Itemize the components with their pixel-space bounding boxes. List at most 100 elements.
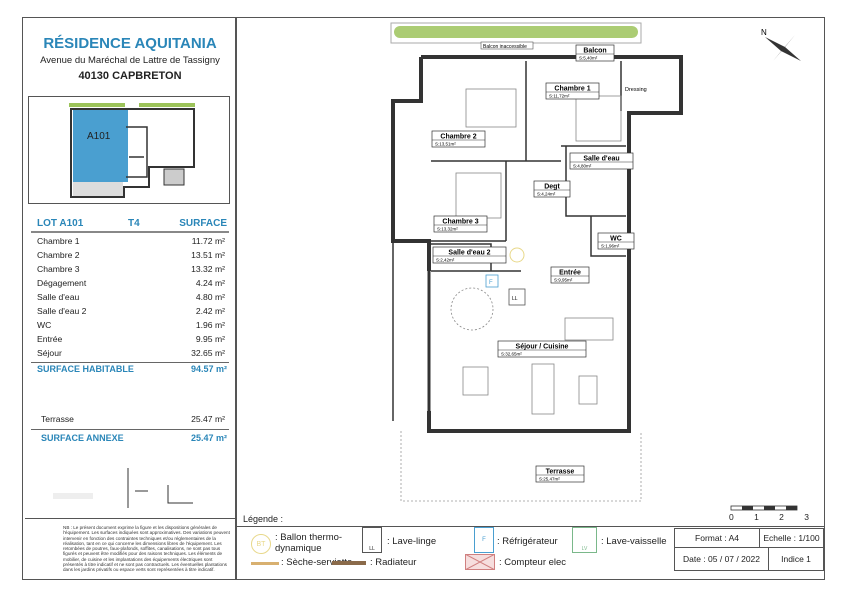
surface-habitable-value: 94.57 m² (190, 364, 227, 374)
room-label: Salle d'eau 2S:2,42m² (432, 246, 507, 264)
legend-refrigerateur: : Réfrigérateur (497, 536, 558, 547)
sofa (531, 363, 555, 415)
disclaimer-text: NB : Le présent document exprime la figu… (63, 525, 230, 573)
room-label: Chambre 1S:11,72m² (545, 82, 600, 100)
bed (465, 88, 517, 128)
room-area: S:9,95m² (554, 278, 573, 283)
room-name: Chambre 1 (554, 86, 590, 93)
room-area: S:4,24m² (537, 192, 556, 197)
room-area: S:13,51m² (435, 142, 456, 147)
thumb-lot-label: A101 (87, 131, 111, 142)
legend-title: Légende : (243, 514, 284, 524)
bed (575, 95, 622, 142)
thumb-terrace (73, 182, 123, 196)
room-area: 4.24 m² (195, 278, 225, 288)
bed (455, 172, 502, 219)
surface-habitable-row: SURFACE HABITABLE 94.57 m² (37, 364, 227, 374)
sofa (564, 317, 614, 341)
room-area: S:11,72m² (549, 94, 570, 99)
scale-tick: 1 (754, 512, 759, 522)
legend-lave-linge: : Lave-linge (387, 536, 437, 547)
room-area: S:4,80m² (573, 164, 592, 169)
room-name: Chambre 3 (37, 264, 80, 274)
room-area: 11.72 m² (191, 236, 225, 246)
room-name: Séjour / Cuisine (516, 344, 569, 351)
washer-symbol: LL (512, 296, 518, 302)
annex-area: 25.47 m² (191, 414, 225, 424)
annex-row: Terrasse 25.47 m² (41, 414, 225, 428)
room-name: Balcon (583, 48, 606, 55)
legend-compteur-elec: : Compteur elec (499, 557, 567, 568)
room-name: WC (610, 236, 622, 243)
surface-row: Dégagement 4.24 m² (37, 278, 225, 292)
room-name: Chambre 2 (440, 134, 476, 141)
surface-header: SURFACE (179, 218, 227, 229)
fridge-icon: F (474, 527, 494, 553)
room-area: 13.51 m² (191, 250, 225, 260)
electric-meter-icon (465, 554, 495, 570)
room-area: 32.65 m² (191, 348, 225, 358)
room-name: Chambre 3 (442, 219, 478, 226)
room-area: 1.96 m² (195, 320, 225, 330)
towel-dryer-icon (251, 562, 279, 565)
scale-cell: Echelle : 1/100 (759, 528, 824, 548)
walls (391, 55, 683, 502)
dressing-label: Dressing (625, 87, 647, 93)
location-thumbnail: A101 (28, 96, 230, 204)
room-name: Salle d'eau 2 (37, 306, 87, 316)
dishwasher-icon: LV (572, 527, 597, 553)
surface-row: Chambre 2 13.51 m² (37, 250, 225, 264)
legend-bt: : Ballon thermo- dynamique (275, 532, 343, 554)
room-name: Dégagement (37, 278, 87, 288)
bt-icon: BT (251, 534, 271, 554)
room-area: S:32,65m² (501, 352, 522, 357)
annex-room: Terrasse (41, 414, 74, 424)
room-name: Degt (544, 184, 560, 191)
room-label: Chambre 2S:13,51m² (431, 130, 486, 148)
room-name: Chambre 1 (37, 236, 80, 246)
balcon-inaccessible-label: Balcon inaccessible (483, 44, 527, 50)
floor-plan: Balcon inaccessible F LL Dressing Chambr… (390, 22, 801, 511)
room-area: 4.80 m² (195, 292, 225, 302)
room-area: S:1,96m² (601, 244, 620, 249)
format-cell: Format : A4 (674, 528, 760, 548)
residence-address: Avenue du Maréchal de Lattre de Tassigny (40, 55, 220, 66)
legend-radiateur: : Radiateur (370, 557, 417, 568)
radiator-icon (332, 561, 366, 565)
room-label: Chambre 3S:13,32m² (433, 215, 488, 233)
surface-row: Séjour 32.65 m² (37, 348, 225, 362)
bt-symbol (509, 247, 525, 263)
dining-table (462, 366, 489, 396)
room-name: WC (37, 320, 52, 330)
thumb-planter (69, 103, 125, 107)
residence-name: RÉSIDENCE AQUITANIA (43, 35, 217, 52)
lot-number: LOT A101 (37, 218, 84, 229)
north-arrow-icon: N (761, 28, 801, 61)
room-name: Salle d'eau 2 (448, 250, 490, 257)
surface-habitable-label: SURFACE HABITABLE (37, 364, 134, 374)
thumb-planter (139, 103, 195, 107)
surface-row: WC 1.96 m² (37, 320, 225, 334)
room-name: Salle d'eau (37, 292, 80, 302)
plants (394, 26, 638, 38)
svg-text:N: N (761, 28, 767, 37)
room-name: Chambre 2 (37, 250, 80, 260)
scale-tick: 0 (729, 512, 734, 522)
surface-row: Entrée 9.95 m² (37, 334, 225, 348)
room-name: Entrée (559, 270, 581, 277)
legend-lave-vaisselle: : Lave-vaisselle (601, 536, 667, 547)
furniture (450, 88, 622, 415)
index-cell: Indice 1 (768, 547, 824, 571)
room-name: Entrée (37, 334, 63, 344)
room-name: Séjour (37, 348, 62, 358)
room-area: S:25,47m² (539, 477, 560, 482)
room-area: 9.95 m² (195, 334, 225, 344)
signature-area (53, 468, 193, 508)
